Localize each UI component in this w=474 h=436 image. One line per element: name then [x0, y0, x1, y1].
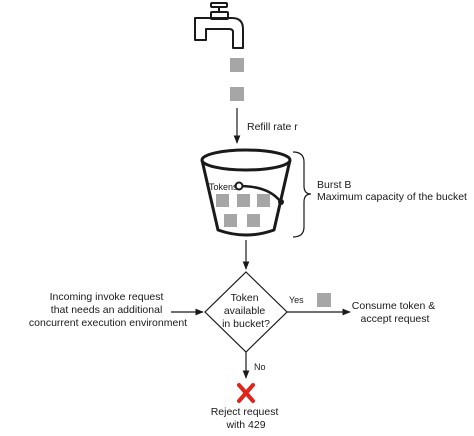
falling-token-1: [230, 58, 244, 72]
decision-label: Token available in bucket?: [222, 292, 270, 330]
bucket-token-5: [247, 214, 260, 227]
capacity-brace: [292, 151, 312, 238]
reject-label: Reject request with 429: [211, 406, 282, 431]
red-x-icon: [237, 383, 255, 403]
bucket-token-3: [257, 194, 270, 207]
refill-rate-label: Refill rate r: [247, 121, 298, 133]
incoming-request-label: Incoming invoke request that needs an ad…: [29, 291, 187, 329]
consume-label: Consume token & accept request: [352, 300, 438, 325]
falling-token-2: [230, 87, 244, 101]
yes-label: Yes: [289, 295, 304, 305]
capacity-label: Maximum capacity of the bucket: [317, 191, 467, 203]
bucket-icon: [200, 148, 292, 237]
tokens-label: Tokens: [209, 182, 238, 192]
consumed-token: [317, 293, 331, 307]
burst-label: Burst B: [317, 179, 351, 191]
no-label: No: [254, 362, 266, 372]
bucket-token-1: [216, 194, 229, 207]
bucket-token-2: [237, 194, 250, 207]
bucket-token-4: [224, 214, 237, 227]
faucet-icon: [194, 2, 244, 49]
bucket-tokens: [216, 194, 270, 227]
